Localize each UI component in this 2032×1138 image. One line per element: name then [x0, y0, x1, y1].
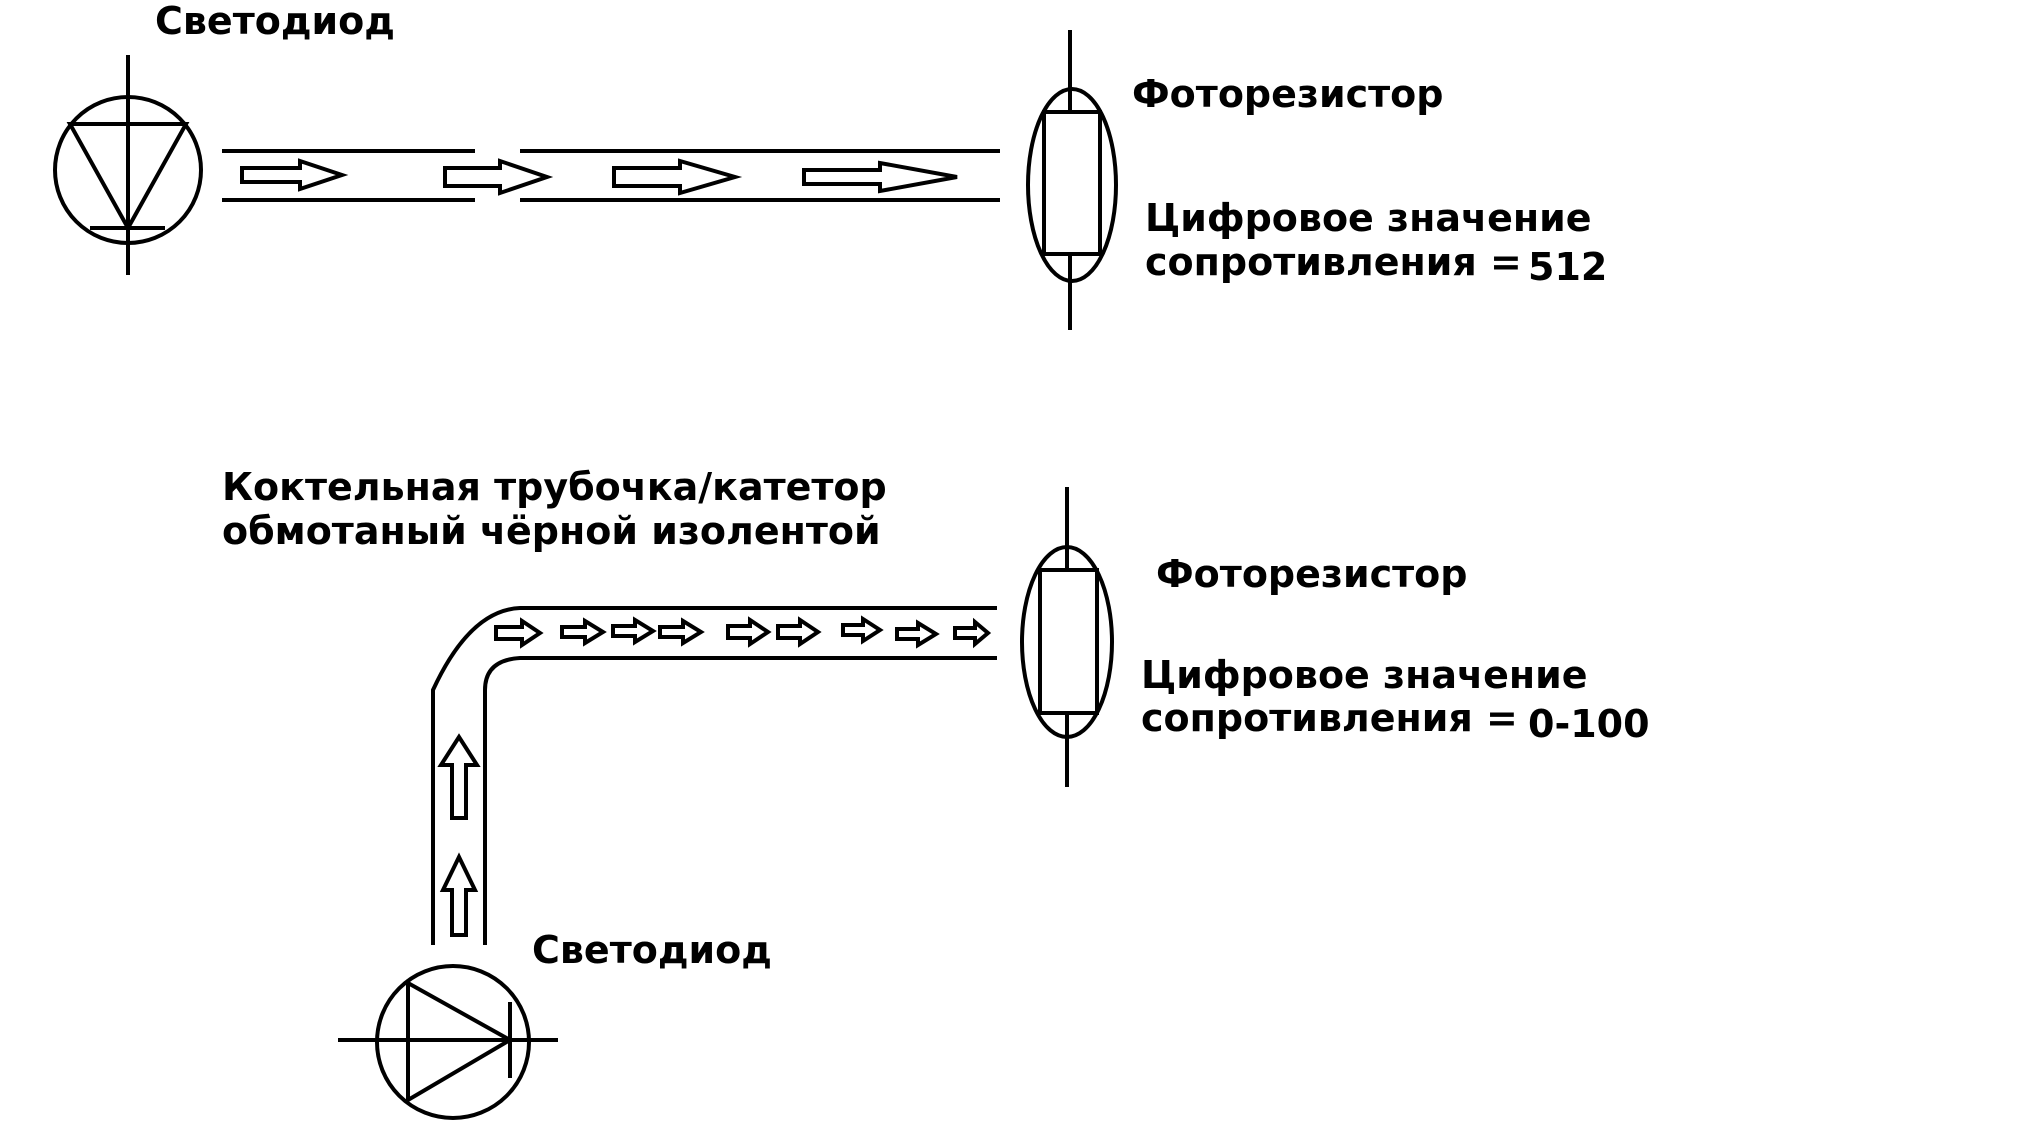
- bottom-led-symbol: [338, 964, 558, 1120]
- top-light-arrows: [240, 158, 958, 196]
- top-value-line2: сопротивления =: [1145, 240, 1522, 284]
- arrow-right-icon: [726, 616, 772, 648]
- arrow-up-icon: [437, 733, 481, 820]
- bottom-value-line2: сопротивления =: [1141, 696, 1518, 740]
- arrow-right-icon: [560, 617, 607, 647]
- arrow-right-icon: [443, 158, 554, 196]
- arrow-right-icon: [841, 615, 884, 645]
- top-tube: [222, 149, 1000, 202]
- arrow-right-icon: [494, 617, 544, 649]
- arrow-right-icon: [612, 158, 743, 196]
- bottom-resistance-value: 0-100: [1528, 702, 1650, 746]
- bottom-photoresistor-label: Фоторезистор: [1156, 552, 1467, 596]
- top-led-symbol: [53, 55, 203, 275]
- bottom-light-arrows-vertical: [437, 733, 481, 937]
- top-led-label: Светодиод: [155, 0, 395, 43]
- top-resistance-value: 512: [1528, 245, 1607, 289]
- bottom-led-label: Светодиод: [532, 928, 772, 972]
- arrow-right-icon: [895, 619, 940, 649]
- tube-label-line2: обмотаный чёрной изолентой: [222, 509, 881, 553]
- arrow-right-icon: [802, 160, 958, 194]
- bottom-light-arrows-horizontal: [494, 615, 992, 649]
- top-photoresistor-symbol: [1026, 30, 1118, 330]
- top-value-line1: Цифровое значение: [1145, 196, 1592, 240]
- bottom-photoresistor-symbol: [1020, 487, 1114, 787]
- arrow-up-icon: [439, 852, 479, 937]
- arrow-right-icon: [953, 617, 992, 649]
- top-photoresistor-label: Фоторезистор: [1132, 72, 1443, 116]
- tube-label-line1: Коктельная трубочка/катетор: [222, 465, 887, 509]
- arrow-right-icon: [658, 617, 705, 647]
- bottom-value-line1: Цифровое значение: [1141, 653, 1588, 697]
- arrow-right-icon: [240, 158, 349, 192]
- arrow-right-icon: [611, 616, 657, 646]
- bottom-bent-tube: [431, 606, 997, 945]
- arrow-right-icon: [776, 616, 822, 648]
